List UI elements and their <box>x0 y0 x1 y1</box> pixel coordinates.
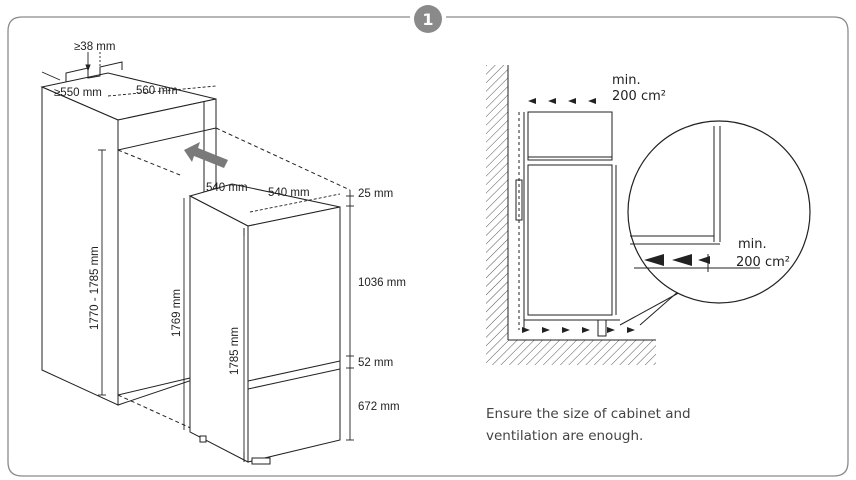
appliance-middle-label: 52 mm <box>358 357 393 369</box>
wall <box>486 65 656 365</box>
note-line-2: ventilation are enough. <box>486 428 643 444</box>
appliance-upper-label: 1036 mm <box>358 277 406 289</box>
step-number: 1 <box>422 10 433 29</box>
appliance-lower-label: 672 mm <box>358 401 400 413</box>
appliance-height-label: 1785 mm <box>229 327 241 375</box>
top-vent-min-label: min. <box>612 73 641 88</box>
appliance-dimensions <box>183 190 354 456</box>
appliance-drawing <box>188 183 341 465</box>
frame <box>7 16 849 477</box>
cabinet-dimensions <box>41 52 217 396</box>
cabinet-top-gap-label: ≥38 mm <box>74 41 115 53</box>
step-badge: 1 <box>414 5 442 33</box>
appliance-depth-label: 540 mm <box>206 182 248 194</box>
appliance-width-label: 540 mm <box>268 187 310 199</box>
cabinet-depth-label: ≥550 mm <box>54 87 102 99</box>
appliance-top-label: 25 mm <box>358 188 393 200</box>
airflow-arrows <box>522 98 635 333</box>
appliance-inner-height-label: 1769 mm <box>171 289 183 337</box>
bottom-vent-min-label: min. <box>738 237 767 252</box>
note-line-1: Ensure the size of cabinet and <box>486 406 691 422</box>
detail-magnifier <box>619 120 811 326</box>
cabinet-height-label: 1770 - 1785 mm <box>89 246 101 330</box>
top-vent-area-label: 200 cm² <box>612 89 666 104</box>
insert-arrow-icon <box>184 142 228 168</box>
side-view-appliance <box>515 111 620 337</box>
cabinet-width-label: 560 mm <box>136 85 178 97</box>
bottom-vent-area-label: 200 cm² <box>736 255 790 270</box>
